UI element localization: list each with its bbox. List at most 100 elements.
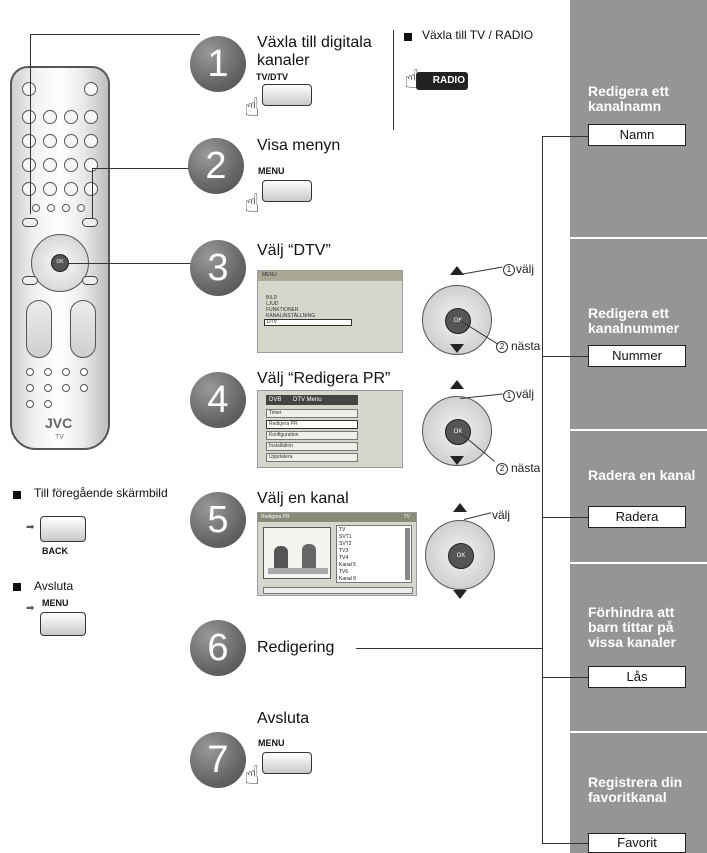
dtv-menu-header: DVB DTV Menu bbox=[266, 395, 358, 405]
lock-panel-title: Förhindra att barn tittar på vissa kanal… bbox=[588, 604, 676, 650]
panel-divider bbox=[570, 562, 707, 564]
channel-list-header: Redigera PR TV bbox=[258, 513, 416, 522]
step-4-title: Välj “Redigera PR” bbox=[257, 370, 391, 387]
remote-button bbox=[62, 368, 70, 376]
bullet-icon bbox=[13, 583, 21, 591]
arrow-right-icon: ➡ bbox=[26, 603, 35, 614]
arrow-up-icon bbox=[450, 380, 464, 389]
step-2-title: Visa menyn bbox=[257, 137, 341, 154]
bullet-icon bbox=[13, 491, 21, 499]
channel-list-item: Kanal 5 bbox=[339, 562, 356, 568]
step-1-title: Växla till digitala kanaler bbox=[257, 34, 372, 69]
remote-button bbox=[26, 384, 34, 392]
radio-note-text: Växla till TV / RADIO bbox=[422, 28, 534, 42]
step-5-circle: 5 bbox=[190, 492, 246, 548]
pointer-line bbox=[459, 393, 503, 399]
screen-header-text: MENU bbox=[262, 272, 277, 278]
back-key[interactable] bbox=[40, 516, 86, 542]
channel-list-mode: TV bbox=[403, 514, 410, 520]
tv-dtv-key[interactable] bbox=[262, 84, 312, 106]
nav-select-label: välj bbox=[516, 262, 535, 276]
step-3-title: Välj “DTV” bbox=[257, 242, 331, 259]
remote-button bbox=[47, 204, 55, 212]
remote-button bbox=[44, 368, 52, 376]
remote-button bbox=[22, 182, 36, 196]
exit-menu-key[interactable] bbox=[40, 612, 86, 636]
nav-pad: OK bbox=[422, 285, 492, 355]
favorite-panel-title: Registrera din favoritkanal bbox=[588, 774, 683, 805]
remote-model-label: TV bbox=[55, 434, 64, 441]
menu-key[interactable] bbox=[262, 752, 312, 774]
renumber-panel-title: Redigera ett kanalnummer bbox=[588, 305, 680, 336]
panel-divider bbox=[570, 429, 707, 431]
rename-button[interactable]: Namn bbox=[588, 124, 686, 146]
channel-list-title: Redigera PR bbox=[261, 514, 290, 520]
preview-person bbox=[302, 544, 316, 570]
step-num-icon: 1 bbox=[503, 390, 515, 402]
remote-button bbox=[43, 158, 57, 172]
nav-ok-icon: OK bbox=[448, 543, 474, 569]
remote-button bbox=[77, 204, 85, 212]
rename-panel-title: Redigera ett kanalnamn bbox=[588, 83, 669, 114]
finger-press-icon: ☝ bbox=[404, 64, 420, 94]
dtv-menu-screen: MENU BILD LJUD FUNKTIONER KANALINSTÄLLNI… bbox=[257, 270, 403, 353]
nav-pad: OK bbox=[422, 396, 492, 466]
bracket-line bbox=[542, 677, 588, 678]
preview-person bbox=[274, 546, 288, 570]
step-5-title: Välj en kanal bbox=[257, 490, 349, 507]
renumber-button[interactable]: Nummer bbox=[588, 345, 686, 367]
channel-list-screen: Redigera PR TV TV SVT1 SVT2 TV3 TV4 Kana… bbox=[257, 512, 417, 596]
channel-list-item: TV6 bbox=[339, 569, 349, 575]
step-6-title: Redigering bbox=[257, 639, 335, 656]
finger-press-icon: ☝ bbox=[244, 188, 260, 218]
menu-key[interactable] bbox=[262, 180, 312, 202]
preview-desk bbox=[268, 568, 328, 574]
volume-rocker bbox=[26, 300, 52, 358]
back-key-label: BACK bbox=[42, 546, 68, 556]
tv-dtv-remote-key bbox=[22, 218, 38, 227]
menu-item: Timer bbox=[266, 409, 358, 418]
step-num-icon: 2 bbox=[496, 463, 508, 475]
delete-button[interactable]: Radera bbox=[588, 506, 686, 528]
arrow-down-icon bbox=[453, 590, 467, 599]
nav-ok-icon: OK bbox=[445, 419, 471, 445]
channel-list-item: SVT2 bbox=[339, 541, 352, 547]
nav-select-label: välj bbox=[516, 387, 535, 401]
divider bbox=[393, 30, 394, 130]
remote-button bbox=[84, 82, 98, 96]
nav-ok-icon: OK bbox=[445, 308, 471, 334]
step-6-circle: 6 bbox=[190, 620, 246, 676]
remote-button bbox=[43, 110, 57, 124]
panel-divider bbox=[570, 731, 707, 733]
remote-button bbox=[43, 182, 57, 196]
remote-button bbox=[84, 182, 98, 196]
remote-button bbox=[44, 384, 52, 392]
remote-ok-key: OK bbox=[51, 254, 69, 272]
channel-list-item: TV bbox=[339, 527, 346, 533]
pointer-line bbox=[463, 512, 492, 520]
menu-key-label: MENU bbox=[258, 166, 285, 176]
favorite-button[interactable]: Favorit bbox=[588, 833, 686, 853]
nav-next-label: nästa bbox=[511, 339, 541, 353]
pointer-line bbox=[459, 266, 503, 275]
menu-item: Installation bbox=[266, 442, 358, 451]
remote-button bbox=[22, 158, 36, 172]
back-note-text: Till föregående skärmbild bbox=[34, 486, 168, 500]
menu-item-selected: Redigera PR bbox=[266, 420, 358, 429]
delete-panel-title: Radera en kanal bbox=[588, 467, 696, 483]
connector-line bbox=[68, 263, 196, 264]
remote-button bbox=[22, 134, 36, 148]
remote-button bbox=[22, 276, 38, 285]
remote-button bbox=[80, 384, 88, 392]
channel-list-item: Kanal 9 bbox=[339, 576, 356, 582]
step-num-icon: 1 bbox=[503, 264, 515, 276]
menu-item: LJUD bbox=[266, 301, 279, 307]
radio-key[interactable]: RADIO bbox=[416, 72, 468, 90]
connector-line bbox=[92, 168, 93, 218]
step-4-circle: 4 bbox=[190, 372, 246, 428]
menu-item: KANALINSTÄLLNING bbox=[266, 313, 316, 319]
channel-list: TV SVT1 SVT2 TV3 TV4 Kanal 5 TV6 Kanal 9 bbox=[336, 525, 412, 583]
menu-item: Uppdatera bbox=[266, 453, 358, 462]
lock-button[interactable]: Lås bbox=[588, 666, 686, 688]
arrow-down-icon bbox=[450, 456, 464, 465]
